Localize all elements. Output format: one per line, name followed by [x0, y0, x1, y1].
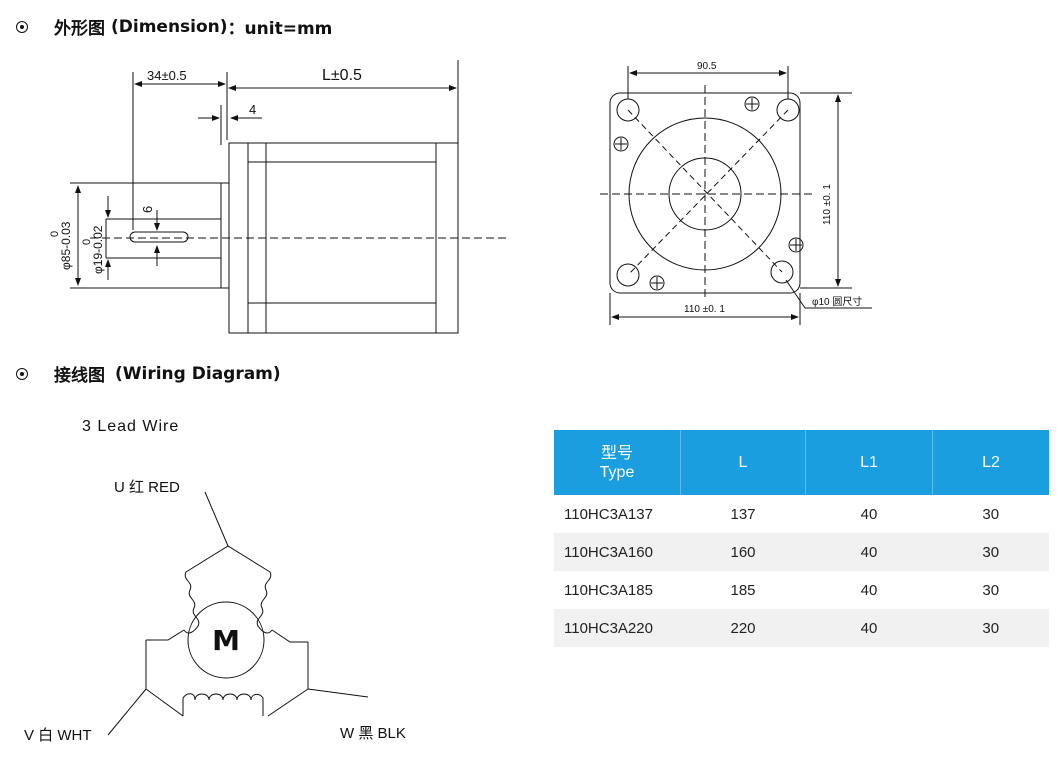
side-view-drawing	[70, 60, 510, 334]
cell-l1: 40	[860, 505, 878, 523]
u-lead-wire	[204, 491, 229, 547]
header-type-cn: 型号	[600, 444, 633, 462]
cell-type: 110HC3A185	[564, 581, 653, 599]
height-label: 110 ±0. 1	[822, 184, 833, 225]
wiring-heading: 接线图 (Wiring Diagram)	[16, 361, 281, 386]
screw-icon	[744, 96, 760, 112]
header-l1: L1	[805, 430, 933, 495]
cell-l1: 40	[805, 609, 933, 647]
header-type-en: Type	[599, 463, 635, 481]
wiring-diagram	[107, 491, 369, 736]
v-label: V 白 WHT	[24, 727, 92, 744]
cell-type: 110HC3A160	[554, 533, 681, 571]
v-lead-wire	[107, 688, 147, 736]
dimension-title-cn: 外形图	[54, 19, 105, 39]
pilot-dia-label: φ85-0.03	[59, 221, 73, 270]
pilot-dia-top-label: 0	[49, 231, 61, 237]
table-header-row: 型号 Type L L1 L2	[554, 430, 1049, 495]
width-label: 110 ±0. 1	[684, 304, 725, 315]
cell-l1: 40	[860, 581, 878, 599]
header-type: 型号 Type	[554, 430, 681, 495]
table-row: 110HC3A220 220 40 30	[554, 609, 1049, 647]
u-label: U 红 RED	[114, 479, 180, 496]
cell-l: 160	[680, 533, 806, 571]
dimension-title-en: (Dimension)	[111, 16, 228, 37]
cell-l2: 30	[982, 505, 1000, 523]
bullet-icon	[16, 367, 28, 380]
front-view-labels: 90.5 110 ±0. 1 110 ±0. 1 φ10 圆尺寸	[684, 61, 862, 315]
shaft-dia-label: φ19-0.02	[91, 225, 105, 274]
cell-l1: 40	[805, 533, 933, 571]
wiring-title-cn: 接线图	[54, 366, 105, 386]
dimension-title-unit: ：unit=mm	[227, 19, 333, 39]
flange-thickness-label: 4	[249, 102, 256, 117]
body-length-label: L±0.5	[322, 67, 362, 84]
motor-symbol: M	[212, 623, 240, 657]
cell-l: 220	[680, 609, 806, 647]
screw-icon	[649, 275, 665, 291]
cell-type: 110HC3A220	[554, 609, 681, 647]
cell-l: 137	[730, 505, 756, 523]
front-view-drawing	[600, 66, 872, 325]
table-row: 110HC3A137 137 40 30	[554, 495, 1049, 533]
screw-icon	[788, 237, 804, 253]
shaft-dia-top-label: 0	[81, 239, 93, 245]
cell-l2: 30	[932, 609, 1049, 647]
cell-l2: 30	[932, 533, 1049, 571]
screw-icon	[613, 136, 629, 152]
table-row: 110HC3A185 185 40 30	[554, 571, 1049, 609]
wiring-title-en: (Wiring Diagram)	[115, 363, 281, 384]
dimension-heading: 外形图 (Dimension) ：unit=mm	[16, 14, 332, 39]
hole-dia-label: φ10 圆尺寸	[812, 295, 862, 308]
w-lead-wire	[307, 688, 369, 698]
header-l2: L2	[932, 430, 1049, 495]
header-l: L	[680, 430, 806, 495]
cell-l: 185	[730, 581, 756, 599]
bullet-icon	[16, 20, 28, 33]
shaft-length-label: 34±0.5	[147, 68, 187, 83]
side-view-labels: 34±0.5 L±0.5 4 6 0 φ85-0.03 0 φ19-0.02	[49, 67, 362, 274]
spec-table: 型号 Type L L1 L2 110HC3A137 137 40 30 110…	[554, 430, 1049, 647]
key-depth-label: 6	[140, 206, 155, 213]
lead-type-label: 3 Lead Wire	[82, 418, 180, 435]
cell-l2: 30	[982, 581, 1000, 599]
table-row: 110HC3A160 160 40 30	[554, 533, 1049, 571]
w-label: W 黑 BLK	[340, 725, 406, 742]
hole-spacing-label: 90.5	[697, 61, 717, 72]
cell-type: 110HC3A137	[564, 505, 653, 523]
